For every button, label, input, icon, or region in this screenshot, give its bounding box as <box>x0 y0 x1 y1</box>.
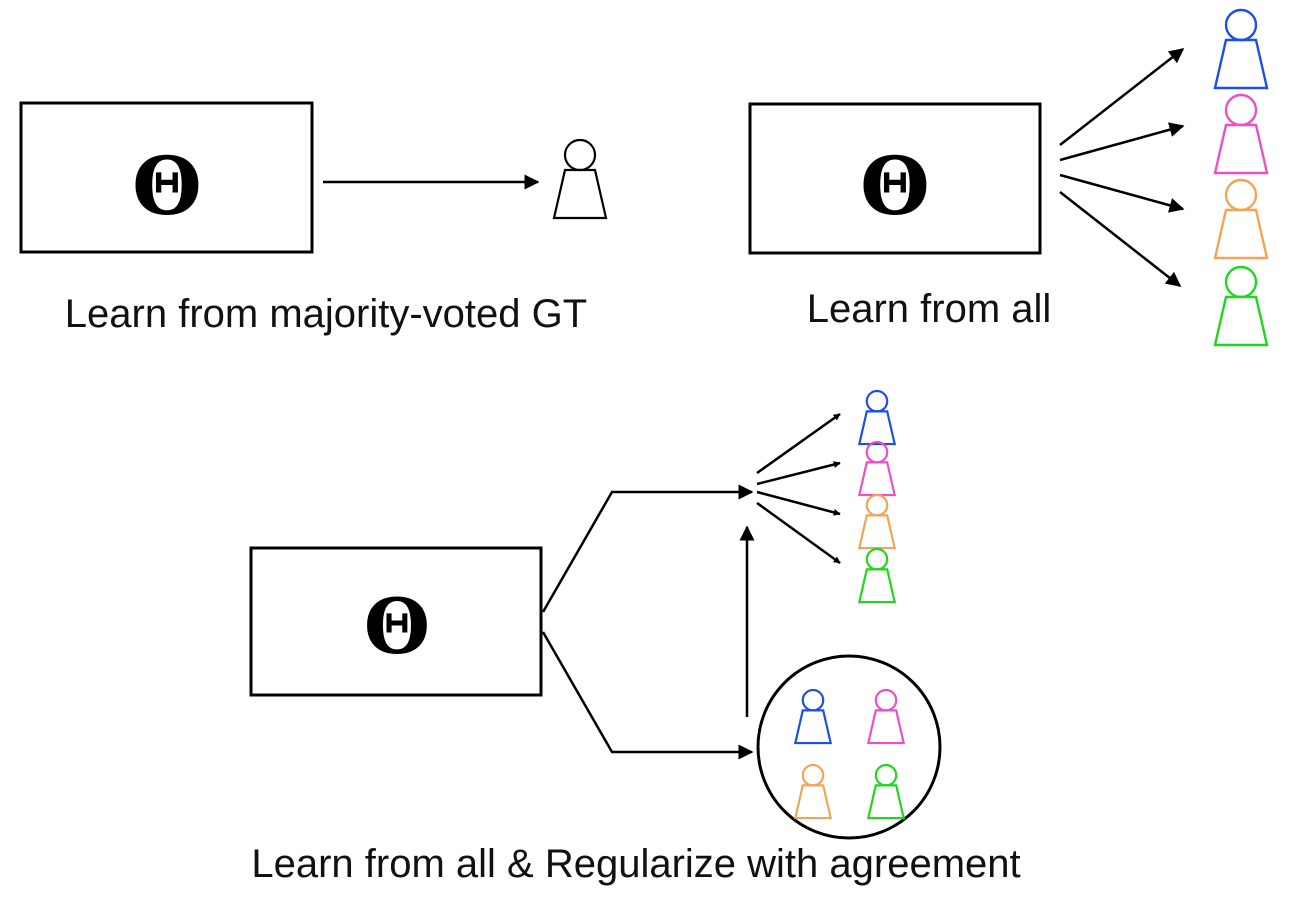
annotator-icon <box>857 547 897 604</box>
arrow <box>1059 191 1182 287</box>
caption-majority: Learn from majority-voted GT <box>65 292 587 336</box>
annotator-group <box>857 389 897 604</box>
annotator-icon <box>793 763 833 820</box>
arrow <box>756 501 841 565</box>
caption-learn-all: Learn from all <box>807 287 1052 331</box>
arrow <box>756 461 841 486</box>
panel-regularize: Θ Learn from all & Regularize with agree… <box>249 389 1021 886</box>
arrow <box>1059 48 1185 146</box>
annotator-icon <box>1213 93 1269 175</box>
annotator-icon <box>552 138 608 220</box>
annotator-icon <box>1213 8 1269 90</box>
arrow-fan <box>1059 48 1185 287</box>
branch-to-annotators <box>541 484 754 613</box>
agreement-pool <box>756 654 942 840</box>
annotator-icon <box>857 440 897 497</box>
annotator-icon <box>866 763 906 820</box>
agreement-annotators <box>793 688 906 820</box>
model-box <box>249 546 543 697</box>
model-symbol: Θ <box>364 582 430 671</box>
arrow <box>756 490 841 516</box>
model-symbol: Θ <box>860 139 930 233</box>
annotator-icon <box>857 389 897 446</box>
arrow-fan <box>756 412 841 565</box>
panel-majority: Θ Learn from majority-voted GT <box>19 101 608 336</box>
model-box <box>19 101 314 254</box>
annotator-group <box>1213 8 1269 347</box>
annotator-icon <box>1213 178 1269 260</box>
arrow <box>756 412 841 475</box>
panel-learn-all: Θ Learn from all <box>748 8 1269 347</box>
annotator-icon <box>1213 265 1269 347</box>
annotator-icon <box>552 138 608 220</box>
branch-to-agreement <box>541 631 754 760</box>
annotator-icon <box>857 493 897 550</box>
arrow <box>1059 173 1185 213</box>
annotator-icon <box>866 688 906 745</box>
annotator-icon <box>793 688 833 745</box>
model-box <box>748 102 1042 255</box>
caption-regularize: Learn from all & Regularize with agreeme… <box>251 842 1020 886</box>
model-symbol: Θ <box>132 139 202 233</box>
arrow <box>1059 122 1185 162</box>
